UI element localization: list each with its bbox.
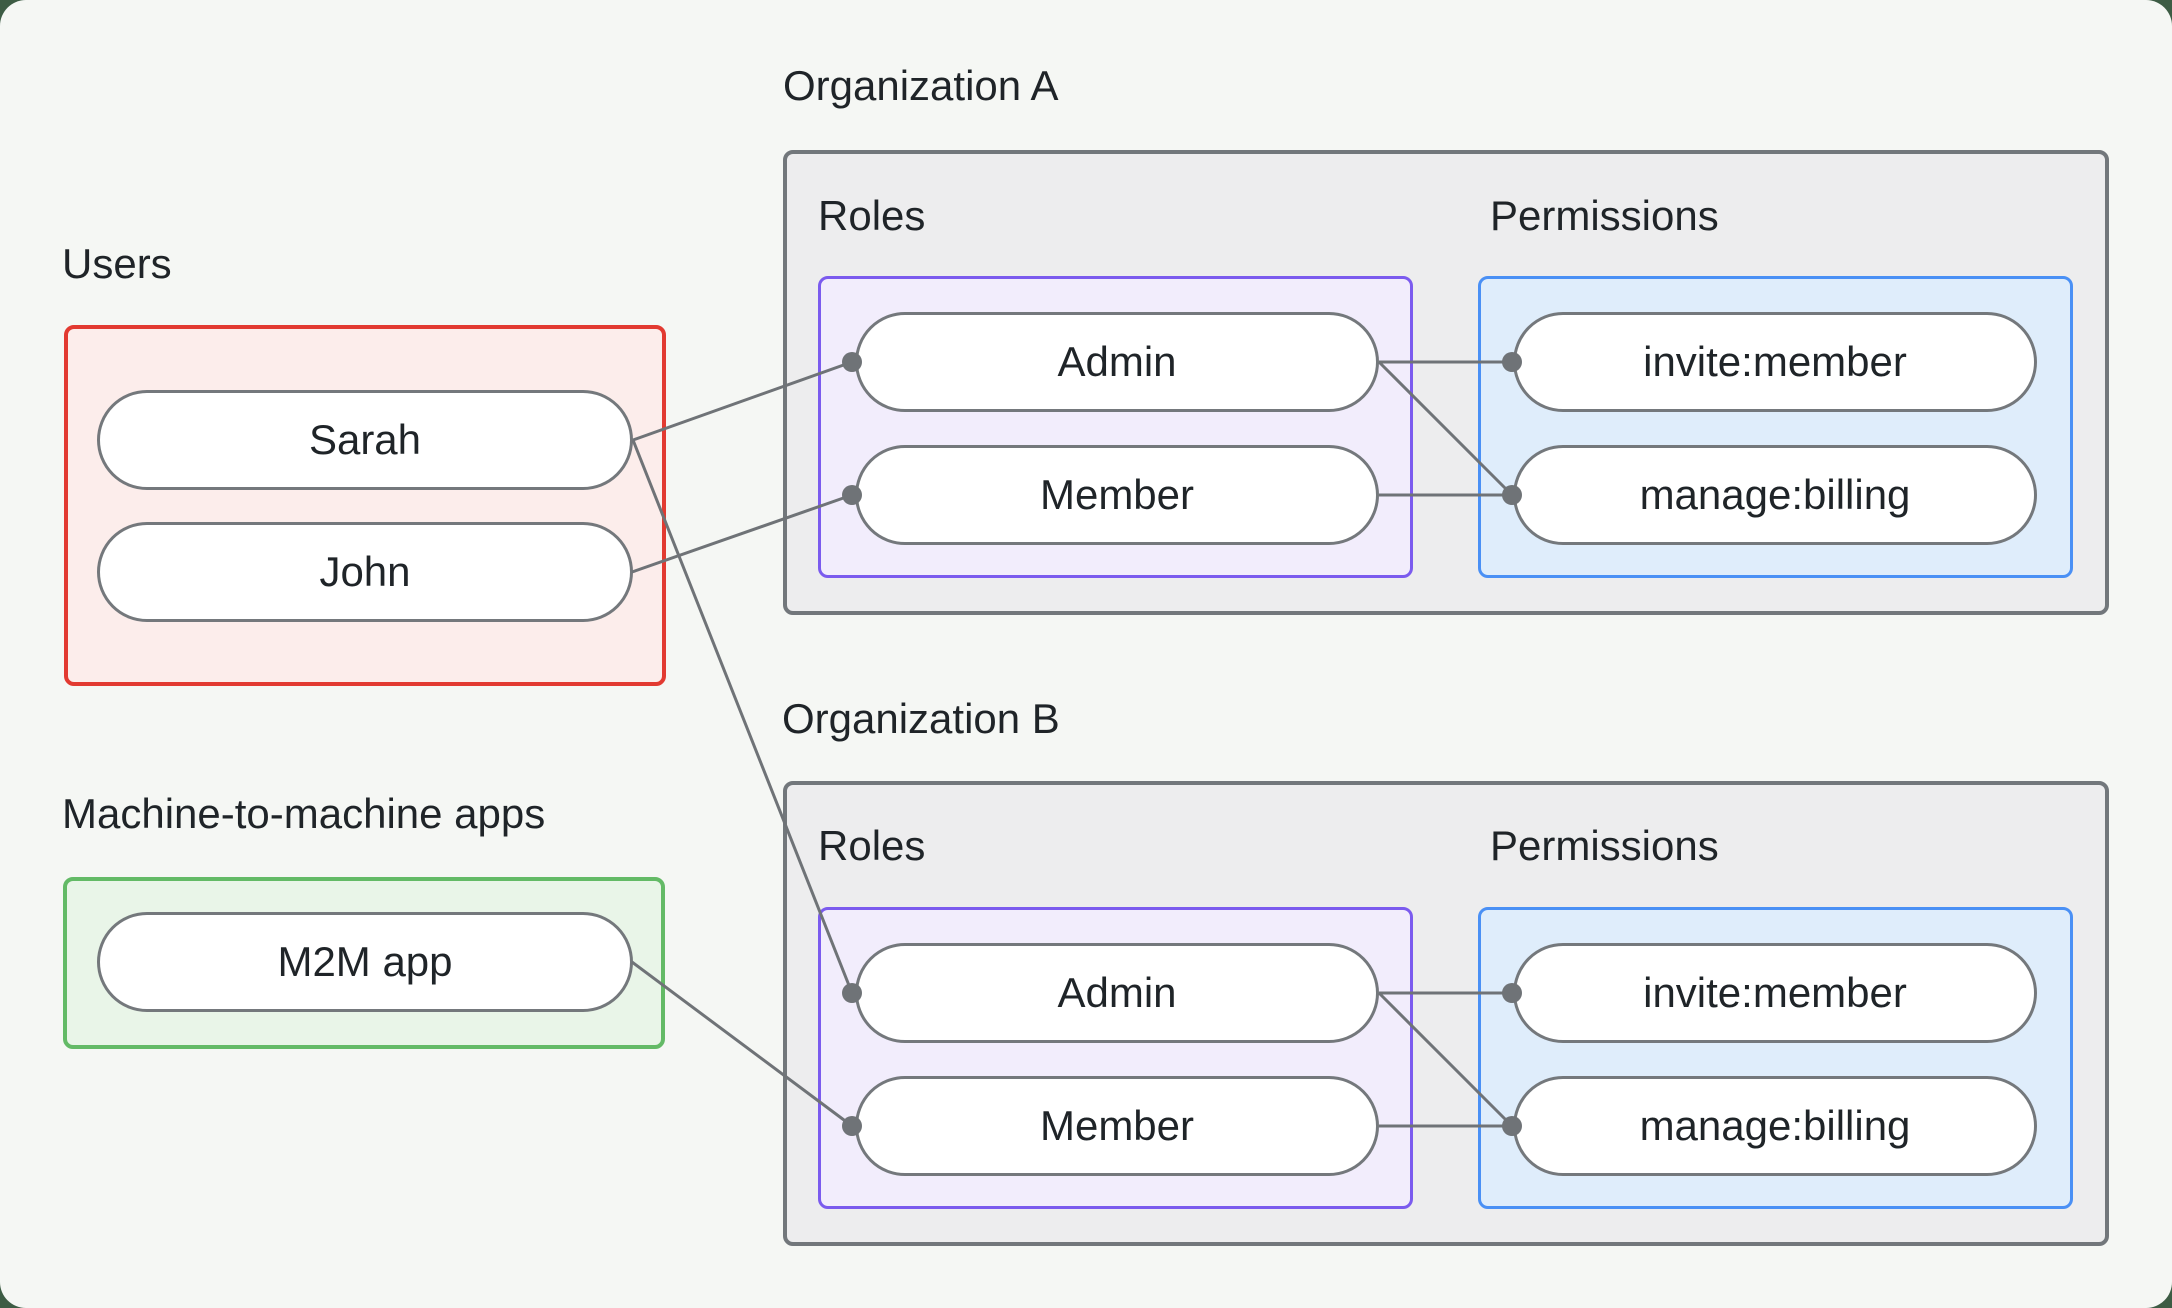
users-group-box: [64, 325, 666, 686]
org-b-permissions-label: Permissions: [1490, 822, 1719, 869]
org-b-role-admin-label: Admin: [1057, 969, 1177, 1016]
org-b-role-admin: Admin: [855, 943, 1379, 1043]
user-node-john: John: [97, 522, 633, 622]
m2m-group-label: Machine-to-machine apps: [62, 790, 546, 837]
users-group-label: Users: [62, 240, 172, 287]
org-a-permission-invite-member-label: invite:member: [1643, 338, 1907, 385]
user-node-john-label: John: [319, 548, 411, 595]
user-node-sarah: Sarah: [97, 390, 633, 490]
org-b-role-member: Member: [855, 1076, 1379, 1176]
org-a-permission-manage-billing-label: manage:billing: [1639, 471, 1911, 518]
org-b-role-member-label: Member: [1039, 1102, 1195, 1149]
org-a-role-admin-label: Admin: [1057, 338, 1177, 385]
org-b-permission-invite-member: invite:member: [1513, 943, 2037, 1043]
user-node-sarah-label: Sarah: [308, 416, 422, 463]
org-a-title: Organization A: [783, 62, 1059, 109]
org-b-permission-invite-member-label: invite:member: [1643, 969, 1907, 1016]
org-a-role-member: Member: [855, 445, 1379, 545]
org-a-permissions-label: Permissions: [1490, 192, 1719, 239]
org-a-role-member-label: Member: [1039, 471, 1195, 518]
org-a-permission-invite-member: invite:member: [1513, 312, 2037, 412]
org-a-role-admin: Admin: [855, 312, 1379, 412]
m2m-app-node: M2M app: [97, 912, 633, 1012]
org-b-roles-label: Roles: [818, 822, 926, 869]
org-b-title: Organization B: [782, 695, 1060, 742]
org-a-roles-label: Roles: [818, 192, 926, 239]
m2m-app-node-label: M2M app: [277, 938, 453, 985]
org-b-permission-manage-billing: manage:billing: [1513, 1076, 2037, 1176]
org-b-permission-manage-billing-label: manage:billing: [1639, 1102, 1911, 1149]
org-a-permission-manage-billing: manage:billing: [1513, 445, 2037, 545]
